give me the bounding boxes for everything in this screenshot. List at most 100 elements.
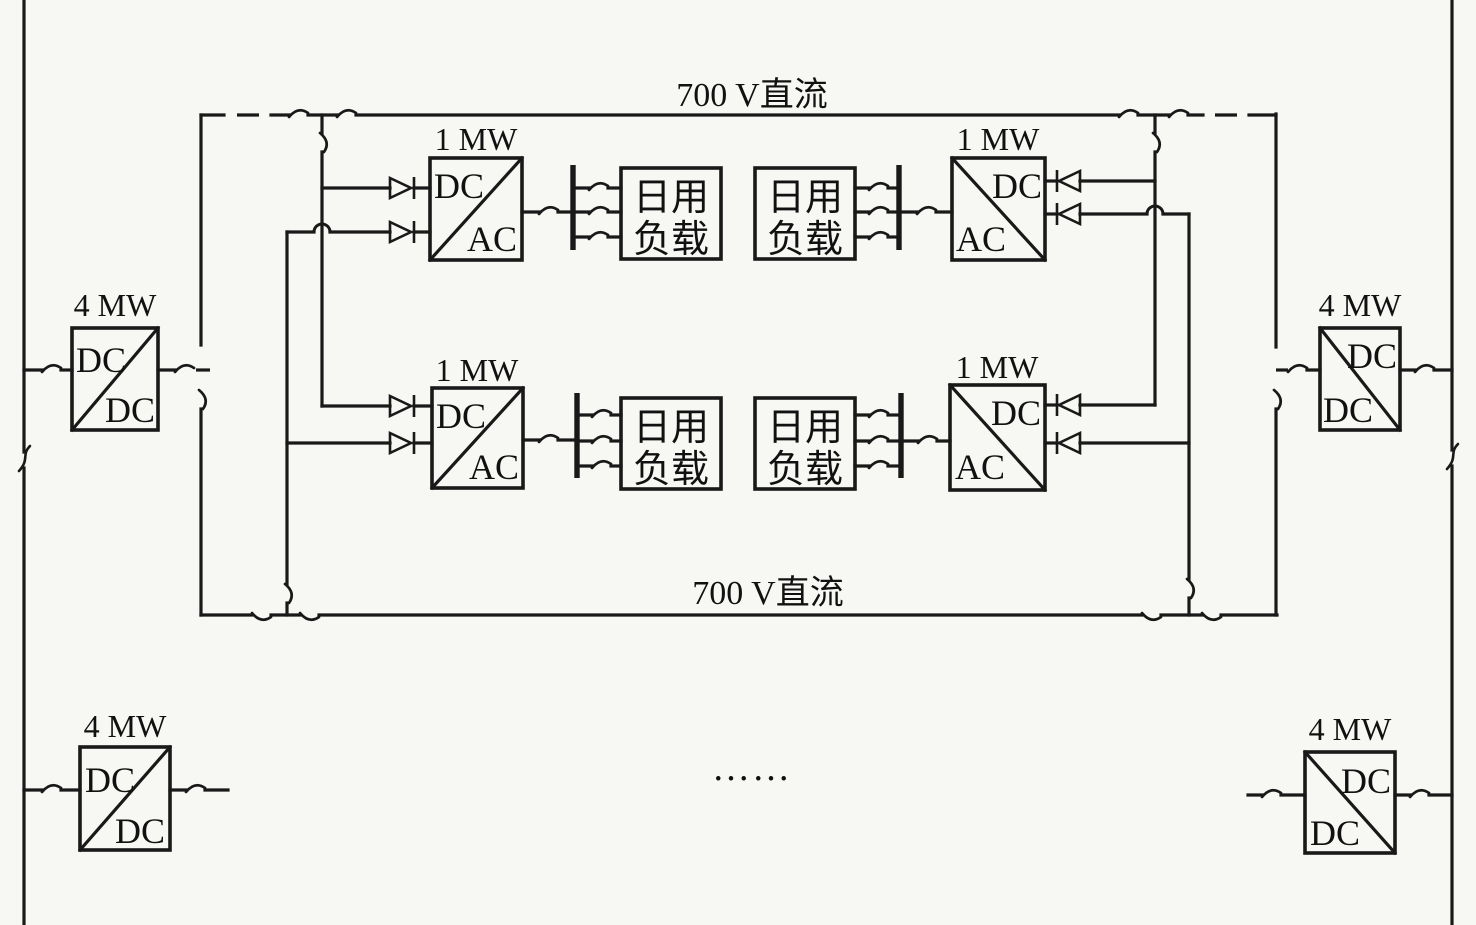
converter-diagonal — [427, 155, 525, 263]
dc-feed-upper-right — [1043, 168, 1191, 227]
breaker-icon — [537, 433, 560, 444]
converter-box — [1318, 326, 1402, 432]
load-label-line2: 负载 — [633, 449, 709, 491]
feeder-right-from-top-bus — [1151, 113, 1162, 407]
converter-rating-label: 1 MW — [956, 349, 1039, 385]
dcdc-converter-bottom-left: 4 MW DC DC — [22, 708, 230, 853]
breaker-icon — [1286, 363, 1309, 374]
dcac-converter-lower-right: 1 MW DC AC — [947, 349, 1048, 493]
feeder-right-to-bottom-bus — [1185, 212, 1196, 617]
converter-diagonal — [947, 382, 1048, 493]
wire-jump-icon — [312, 222, 332, 233]
breaker-icon — [916, 434, 939, 445]
dc-700v-top-bus: 700 V直流 — [199, 76, 1278, 119]
converter-diagonal — [69, 325, 161, 433]
breaker-icon — [537, 205, 560, 216]
converter-rating-label: 4 MW — [1319, 287, 1402, 323]
wire-jump-icon — [1145, 204, 1165, 215]
converter-diagonal — [949, 155, 1048, 263]
dc-port-label: DC — [436, 396, 486, 436]
load-label-line1: 日用 — [633, 407, 709, 449]
diode-icon — [388, 393, 416, 419]
breaker-icon — [318, 131, 329, 154]
load-box — [619, 166, 723, 261]
breaker-icon — [1200, 611, 1223, 622]
load-box — [619, 396, 723, 491]
diode-icon — [388, 430, 416, 456]
dc-port-label: DC — [1310, 813, 1360, 853]
ac-port-label: AC — [469, 447, 519, 487]
breaker-icon — [40, 783, 63, 794]
diode-icon — [388, 175, 416, 201]
breaker-icon — [287, 108, 310, 119]
dcdc-converter-left: 4 MW DC DC — [22, 287, 210, 433]
diode-icon — [1055, 430, 1082, 456]
load-lower-left: 日用 负载 — [619, 396, 723, 491]
breaker-icon — [1413, 363, 1436, 374]
breaker-icon — [1117, 108, 1140, 119]
converter-box — [1303, 750, 1397, 855]
breaker-icon — [587, 230, 610, 241]
dcdc-converter-right: 4 MW DC DC — [1276, 287, 1454, 433]
dc-port-label: DC — [105, 390, 155, 430]
breaker-icon — [40, 363, 63, 374]
top-bus-label: 700 V直流 — [676, 76, 827, 114]
bottom-bus-label: 700 V直流 — [692, 574, 843, 612]
converter-diagonal — [1302, 749, 1398, 856]
break-mark-icon — [1445, 442, 1460, 471]
breaker-icon — [1151, 131, 1162, 154]
breaker-icon — [1408, 788, 1431, 799]
breaker-icon — [590, 408, 613, 419]
breaker-icon — [590, 459, 613, 470]
breaker-icon — [590, 434, 613, 445]
load-label-line1: 日用 — [767, 177, 843, 219]
breaker-icon — [335, 108, 358, 119]
converter-diagonal — [429, 385, 526, 491]
dc-feed-lower-left — [285, 393, 434, 456]
converter-box — [78, 745, 172, 852]
converter-diagonal — [1317, 325, 1403, 433]
dc-port-label: DC — [85, 760, 135, 800]
breaker-icon — [298, 611, 321, 622]
converter-rating-label: 4 MW — [1309, 711, 1392, 747]
load-label-line2: 负载 — [633, 219, 709, 261]
diode-icon — [1055, 392, 1082, 418]
breaker-icon — [915, 205, 938, 216]
ac-section-upper-right — [853, 165, 954, 250]
converter-box — [70, 326, 160, 432]
dc-port-label: DC — [1347, 336, 1397, 376]
dc-port-label: DC — [434, 166, 484, 206]
dcdc-converter-bottom-right: 4 MW DC DC — [1246, 711, 1454, 856]
diode-icon — [1055, 201, 1082, 227]
dcac-converter-upper-right: 1 MW DC AC — [949, 121, 1048, 263]
ac-section-upper-left — [520, 165, 623, 250]
breaker-icon — [867, 408, 890, 419]
breaker-icon — [173, 363, 196, 374]
diode-icon — [1055, 168, 1082, 194]
dc-feed-lower-right — [1043, 392, 1191, 456]
dc-feed-upper-left — [285, 175, 432, 245]
breaker-icon — [250, 611, 273, 622]
converter-rating-label: 4 MW — [84, 708, 167, 744]
load-lower-right: 日用 负载 — [753, 396, 857, 491]
continuation-ellipsis: …… — [712, 747, 792, 789]
converter-box — [948, 383, 1047, 492]
ac-port-label: AC — [956, 219, 1006, 259]
dc-port-label: DC — [76, 340, 126, 380]
dc-port-label: DC — [1341, 761, 1391, 801]
dcac-converter-upper-left: 1 MW DC AC — [427, 121, 525, 263]
breaker-icon — [283, 582, 294, 605]
converter-diagonal — [77, 744, 173, 853]
breaker-icon — [587, 205, 610, 216]
ring-right-vertical — [1272, 112, 1283, 617]
breaker-icon — [1260, 788, 1283, 799]
breaker-icon — [867, 181, 890, 192]
converter-box — [430, 386, 525, 490]
ac-section-lower-left — [521, 393, 623, 478]
ac-section-lower-right — [853, 393, 952, 478]
converter-box — [428, 156, 524, 262]
converter-rating-label: 1 MW — [435, 121, 518, 157]
diode-icon — [388, 219, 416, 245]
